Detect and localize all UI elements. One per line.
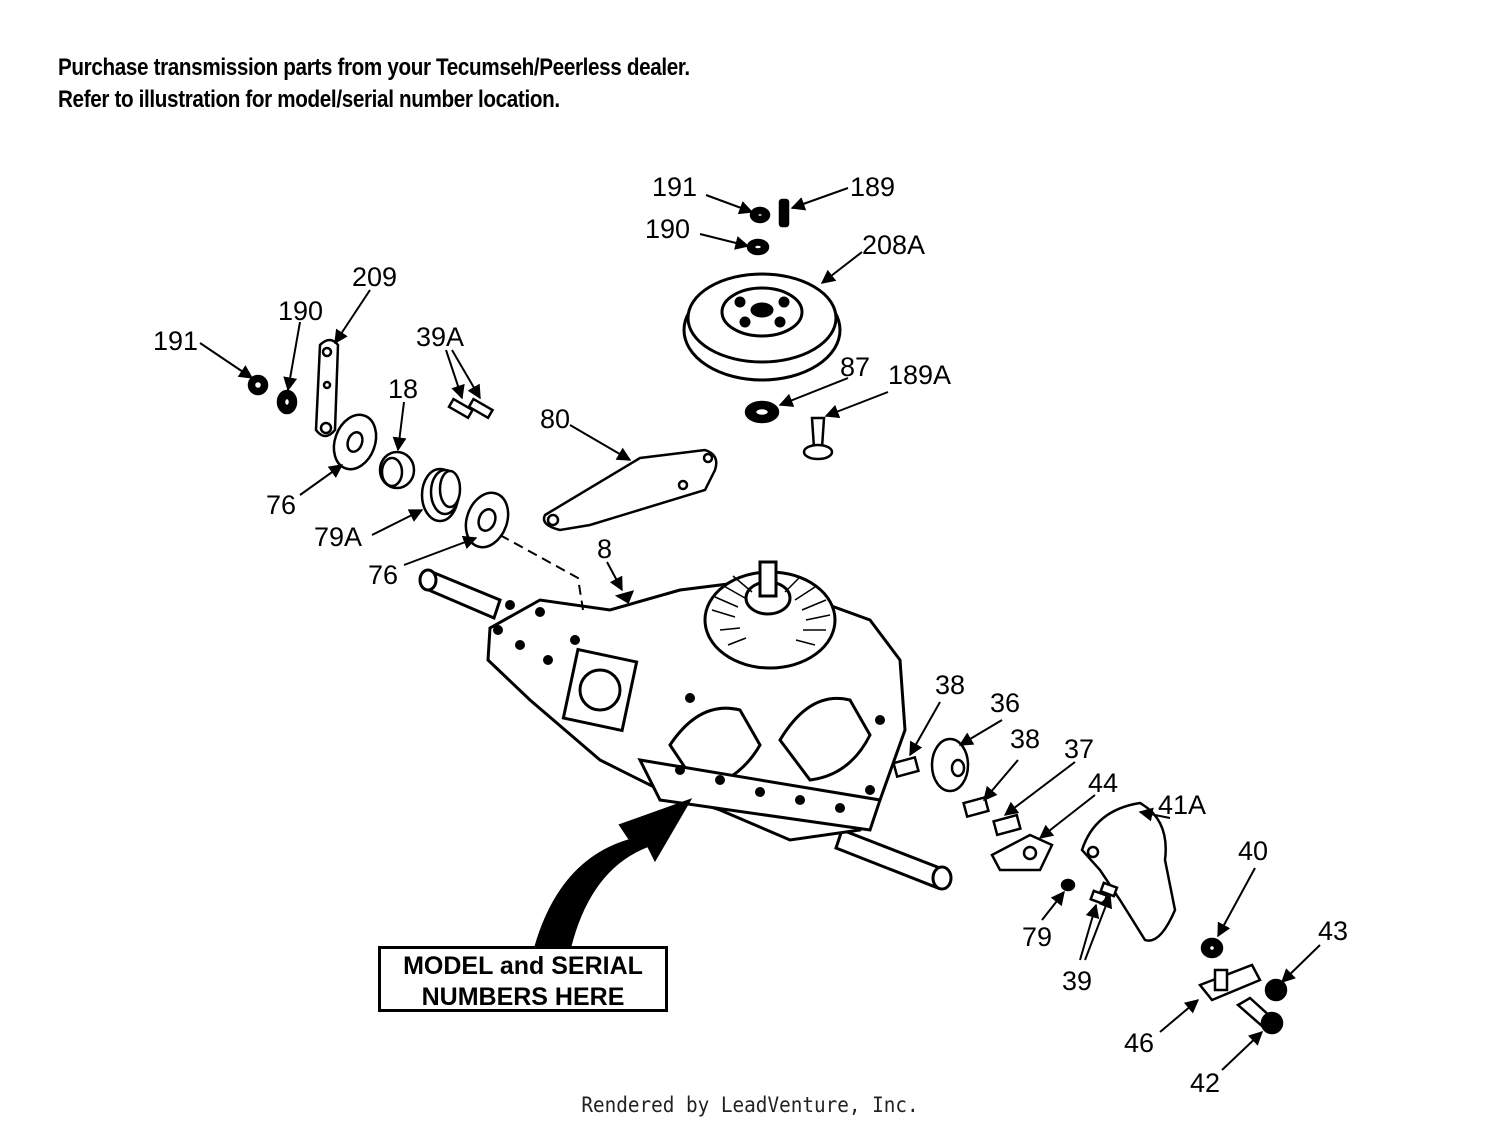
label-43[interactable]: 43: [1318, 916, 1348, 946]
label-38-lower[interactable]: 38: [1010, 724, 1040, 754]
label-41A[interactable]: 41A: [1158, 790, 1206, 820]
callout-line-2: NUMBERS HERE: [421, 983, 625, 1011]
label-8[interactable]: 8: [597, 534, 612, 564]
label-37[interactable]: 37: [1064, 734, 1094, 764]
label-190-top[interactable]: 190: [645, 214, 690, 244]
transmission-housing: [418, 560, 953, 891]
cooling-fins: [711, 575, 831, 646]
label-44[interactable]: 44: [1088, 768, 1118, 798]
header-line-2: Refer to illustration for model/serial n…: [58, 86, 560, 113]
label-36[interactable]: 36: [990, 688, 1020, 718]
label-87[interactable]: 87: [840, 352, 870, 382]
label-42[interactable]: 42: [1190, 1068, 1220, 1098]
label-18[interactable]: 18: [388, 374, 418, 404]
label-190-left[interactable]: 190: [278, 296, 323, 326]
label-191-top[interactable]: 191: [652, 172, 697, 202]
label-209[interactable]: 209: [352, 262, 397, 292]
label-40[interactable]: 40: [1238, 836, 1268, 866]
pulley-208A: [682, 272, 842, 382]
label-46[interactable]: 46: [1124, 1028, 1154, 1058]
part-labels: 191 189 190 208A 209 190 191 39A 18 80 8…: [153, 172, 1348, 1098]
label-39A[interactable]: 39A: [416, 322, 464, 352]
label-191-left[interactable]: 191: [153, 326, 198, 356]
alignment-lines: [499, 534, 584, 611]
label-189[interactable]: 189: [850, 172, 895, 202]
label-208A[interactable]: 208A: [862, 230, 925, 260]
header-note: Purchase transmission parts from your Te…: [58, 52, 690, 116]
housing-bolts: [493, 600, 885, 813]
model-serial-callout-box: MODEL and SERIAL NUMBERS HERE: [378, 946, 668, 1012]
leader-lines: [199, 187, 1321, 1071]
label-38-upper[interactable]: 38: [935, 670, 965, 700]
label-79[interactable]: 79: [1022, 922, 1052, 952]
serial-location-arrow[interactable]: [533, 798, 693, 949]
label-76-lower[interactable]: 76: [368, 560, 398, 590]
header-line-1: Purchase transmission parts from your Te…: [58, 54, 690, 81]
callout-line-1: MODEL and SERIAL: [403, 952, 643, 980]
footer-credit: Rendered by LeadVenture, Inc.: [581, 1093, 919, 1117]
label-189A[interactable]: 189A: [888, 360, 951, 390]
label-76-upper[interactable]: 76: [266, 490, 296, 520]
label-79A[interactable]: 79A: [314, 522, 362, 552]
label-39[interactable]: 39: [1062, 966, 1092, 996]
label-80[interactable]: 80: [540, 404, 570, 434]
hardware-parts: [247, 198, 1288, 1035]
